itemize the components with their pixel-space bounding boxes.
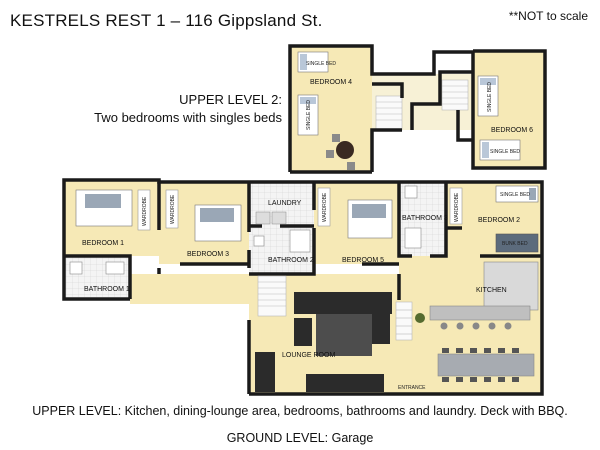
- upper-level-2-heading: UPPER LEVEL 2:: [179, 92, 282, 107]
- room-label-bathroom3: BATHROOM 3: [402, 215, 448, 222]
- pillow-icon: [300, 97, 316, 104]
- single-bed-icon: [479, 139, 521, 161]
- chair-icon: [332, 134, 340, 142]
- page-title: KESTRELS REST 1 – 116 Gippsland St.: [10, 11, 323, 30]
- shower-icon: [404, 227, 422, 249]
- room-label-bedroom1: BEDROOM 1: [82, 240, 124, 247]
- room-label-bedroom5: BEDROOM 5: [342, 257, 384, 264]
- room-label-entrance: ENTRANCE: [398, 385, 426, 391]
- chair-icon: [347, 162, 355, 170]
- upper-level-caption: UPPER LEVEL: Kitchen, dining-lounge area…: [32, 404, 568, 418]
- upper-level-2-walls: [288, 44, 547, 174]
- armchair-icon: [372, 314, 390, 344]
- pillow-icon: [482, 142, 489, 158]
- wardrobe-icon: [317, 187, 331, 227]
- room-label-bathroom1: BATHROOM 1: [84, 286, 130, 293]
- room-label-kitchen: KITCHEN: [476, 287, 507, 294]
- round-table-icon: [336, 141, 354, 159]
- toilet-icon: [69, 261, 83, 275]
- wardrobe-icon: [137, 189, 151, 231]
- dining-chairs: [442, 348, 519, 382]
- washer-icon: [255, 211, 271, 225]
- kitchen-island-icon: [429, 305, 531, 321]
- upper-level-2-plan: SINGLE BED SINGLE BED BEDROOM 4 SINGLE B…: [288, 44, 547, 174]
- single-bed-icon: [297, 94, 319, 136]
- single-bed-label: SINGLE BED: [306, 61, 336, 67]
- rug-icon: [316, 314, 372, 356]
- bunk-bed-icon: [495, 233, 539, 253]
- single-bed-label: SINGLE BED: [490, 149, 520, 155]
- wardrobe-icon: [165, 189, 179, 229]
- room-label-laundry: LAUNDRY: [268, 200, 302, 207]
- wardrobe-icon: [449, 187, 463, 225]
- kitchen-bench-icon: [483, 261, 539, 311]
- vanity-icon: [105, 261, 125, 275]
- toilet-icon: [253, 235, 265, 247]
- pillow-icon: [352, 204, 386, 218]
- toilet-icon: [404, 185, 418, 199]
- single-bed-label: SINGLE BED: [306, 100, 312, 130]
- bar-stools: [440, 322, 512, 330]
- lounge-stairs: [257, 275, 413, 341]
- single-bed-icon: [477, 75, 499, 117]
- wardrobe-label: WARDROBE: [322, 192, 328, 222]
- room-label-bedroom4: BEDROOM 4: [310, 79, 352, 86]
- wardrobe-label: WARDROBE: [142, 196, 148, 226]
- hall-floor: [130, 274, 250, 304]
- bathtub-icon: [289, 229, 311, 253]
- sofa-icon: [294, 292, 392, 314]
- cabinet-icon: [255, 352, 275, 392]
- single-bed-label: SINGLE BED: [487, 82, 493, 112]
- single-bed-icon: [495, 185, 539, 203]
- room-label-bathroom2: BATHROOM 2: [268, 257, 314, 264]
- pillow-icon: [480, 78, 496, 85]
- pillow-icon: [300, 54, 307, 70]
- room-label-bedroom6: BEDROOM 6: [491, 127, 533, 134]
- pillow-icon: [529, 188, 536, 200]
- dryer-icon: [271, 211, 287, 225]
- wardrobe-label: WARDROBE: [170, 194, 176, 224]
- single-bed-label: SINGLE BED: [500, 192, 530, 198]
- upper-level-2-label: UPPER LEVEL 2: Two bedrooms with singles…: [94, 91, 282, 127]
- floor-plan: SINGLE BED SINGLE BED BEDROOM 4 SINGLE B…: [62, 44, 547, 396]
- upper-level-2-description: Two bedrooms with singles beds: [94, 110, 282, 125]
- wardrobe-label: WARDROBE: [454, 192, 460, 222]
- dining-table-icon: [437, 353, 535, 377]
- pillow-icon: [85, 194, 121, 208]
- ground-level-caption: GROUND LEVEL: Garage: [226, 431, 374, 445]
- room-label-bedroom2: BEDROOM 2: [478, 217, 520, 224]
- upper-level-walls: [62, 178, 544, 396]
- scale-note: **NOT to scale: [508, 9, 588, 23]
- upper-level-plan: WARDROBE BEDROOM 1 WARDROBE BEDROOM 3 LA…: [62, 178, 544, 396]
- upper-stairs: [375, 79, 469, 131]
- room-label-lounge: LOUNGE ROOM: [282, 352, 335, 359]
- room-label-bedroom3: BEDROOM 3: [187, 251, 229, 258]
- bunk-bed-label: BUNK BED: [502, 241, 528, 247]
- chair-icon: [326, 150, 334, 158]
- sideboard-icon: [306, 374, 384, 392]
- pillow-icon: [200, 208, 234, 222]
- armchair-icon: [294, 318, 312, 346]
- plant-icon: [415, 313, 425, 323]
